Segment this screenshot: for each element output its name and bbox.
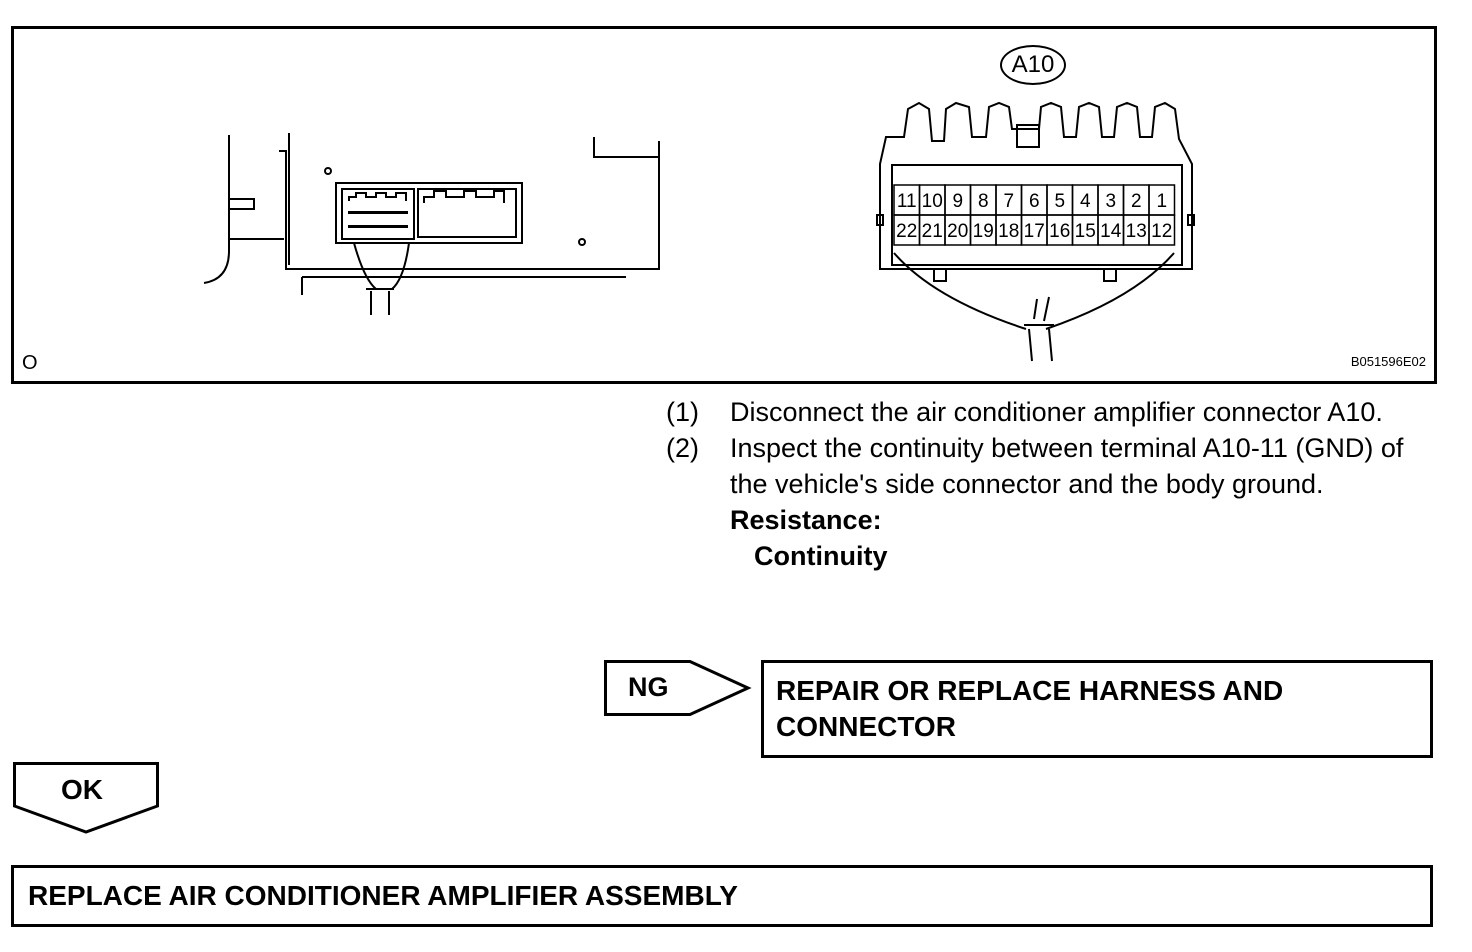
pin-number: 17 — [1024, 221, 1045, 242]
pin-number: 4 — [1080, 191, 1091, 212]
pin-number: 1 — [1156, 191, 1167, 212]
figure-id: B051596E02 — [1350, 354, 1426, 369]
pin-number: 13 — [1126, 221, 1147, 242]
pin-number: 22 — [896, 221, 917, 242]
pin-number: 18 — [998, 221, 1019, 242]
step-number: (1) — [666, 397, 699, 427]
pin-number: 5 — [1054, 191, 1065, 212]
step-2: (2) Inspect the continuity between termi… — [666, 430, 1446, 502]
pin-number: 21 — [922, 221, 943, 242]
ok-action-box: REPLACE AIR CONDITIONER AMPLIFIER ASSEMB… — [11, 865, 1433, 927]
pin-number: 14 — [1100, 221, 1122, 242]
ng-action-box: REPAIR OR REPLACE HARNESS AND CONNECTOR — [761, 660, 1433, 758]
step-number: (2) — [666, 433, 699, 463]
pin-number: 10 — [922, 191, 943, 212]
procedure-steps: (1) Disconnect the air conditioner ampli… — [666, 394, 1446, 574]
spec-label: Resistance: — [730, 505, 882, 535]
pin-number: 8 — [978, 191, 989, 212]
pin-number: 16 — [1049, 221, 1070, 242]
pin-number: 15 — [1075, 221, 1096, 242]
ok-arrow-tag: OK — [13, 762, 159, 834]
step-text: Disconnect the air conditioner amplifier… — [730, 397, 1383, 427]
amplifier-unit-drawing — [203, 133, 660, 315]
pin-number: 12 — [1151, 221, 1172, 242]
figure-corner-mark: O — [22, 352, 38, 374]
pin-number: 7 — [1003, 191, 1014, 212]
amplifier-pin-dots — [348, 211, 408, 228]
ng-arrow-tag: NG — [604, 660, 752, 716]
pin-number: 3 — [1105, 191, 1116, 212]
step-1: (1) Disconnect the air conditioner ampli… — [666, 394, 1446, 430]
pin-number: 9 — [952, 191, 963, 212]
pin-number: 6 — [1029, 191, 1040, 212]
pin-number: 2 — [1131, 191, 1142, 212]
step-text: Inspect the continuity between terminal … — [730, 433, 1404, 499]
ng-arrow-icon — [604, 660, 752, 716]
ok-arrow-icon — [13, 762, 159, 834]
ok-label: OK — [61, 774, 103, 805]
ng-label: NG — [628, 672, 669, 702]
a10-connector-drawing — [876, 101, 1195, 362]
pin-number: 19 — [973, 221, 994, 242]
pin-number: 11 — [897, 191, 917, 212]
pin-number: 20 — [947, 221, 968, 242]
resistance-spec: Resistance: Continuity — [666, 502, 1446, 574]
spec-value: Continuity — [754, 541, 888, 571]
connector-label: A10 — [1000, 45, 1066, 85]
pin-cell — [1148, 214, 1176, 246]
